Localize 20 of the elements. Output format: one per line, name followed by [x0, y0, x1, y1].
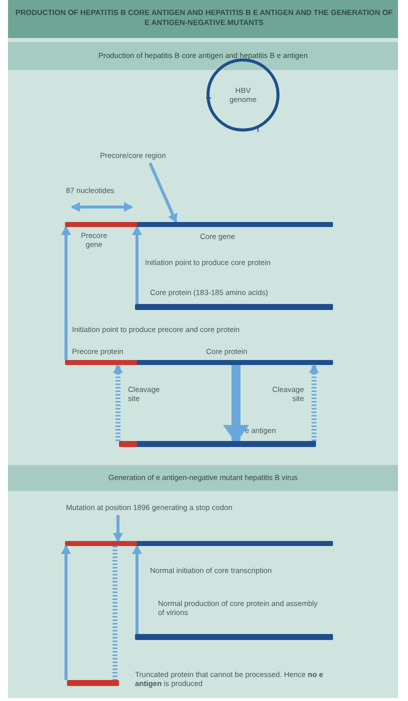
arrow — [61, 545, 71, 680]
arrow — [148, 162, 178, 223]
arrow — [61, 226, 71, 360]
arrow — [113, 515, 123, 542]
arrow — [223, 365, 249, 443]
section-header-band — [8, 42, 398, 70]
sequence-bar — [119, 441, 316, 447]
arrow — [132, 226, 142, 304]
section-header-band — [8, 465, 398, 491]
sequence-bar — [67, 680, 119, 686]
arrow — [113, 364, 123, 441]
connector-line — [112, 546, 118, 680]
sequence-bar — [135, 304, 333, 310]
sequence-bar — [135, 634, 333, 640]
sequence-bar — [65, 360, 333, 365]
sequence-bar — [65, 541, 333, 546]
arrow — [309, 364, 319, 441]
sequence-bar — [65, 222, 333, 227]
arrow — [132, 545, 142, 634]
genome-circle — [206, 58, 280, 132]
